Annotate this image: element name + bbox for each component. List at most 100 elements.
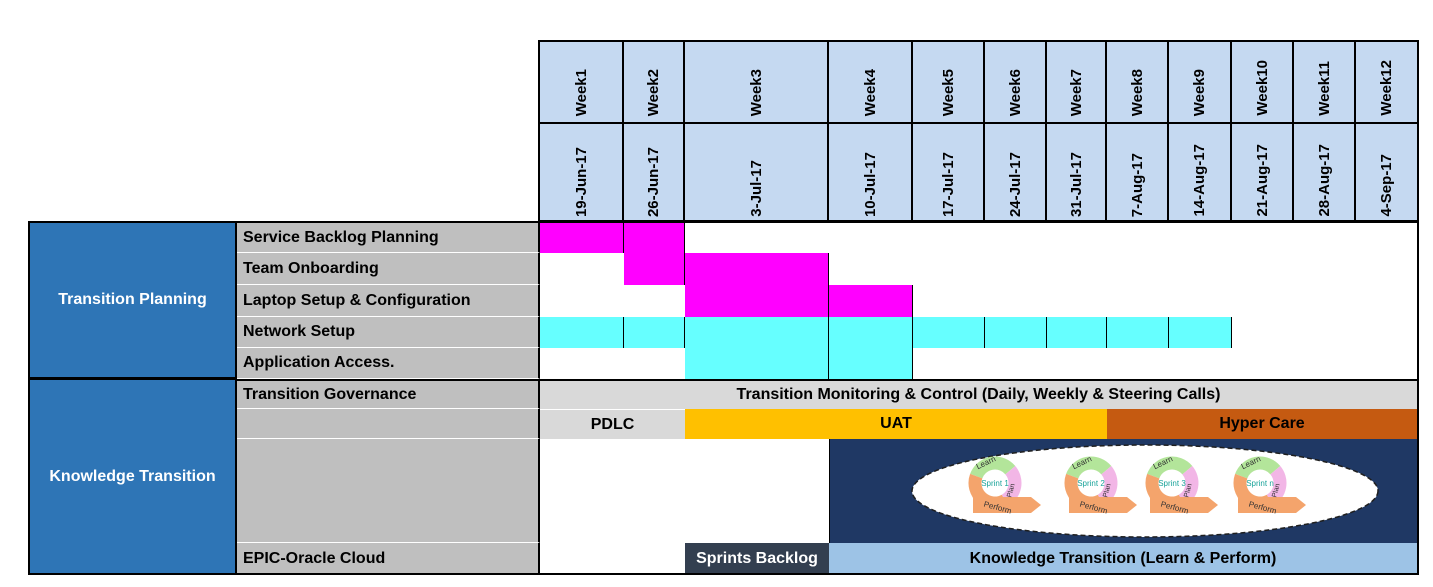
bar-network-setup-w6 — [985, 317, 1047, 348]
date-label: 28-Aug-17 — [1315, 144, 1333, 217]
date-label: 17-Jul-17 — [939, 151, 957, 217]
week-label: Week7 — [1067, 68, 1085, 116]
week-label: Week4 — [861, 68, 879, 116]
perform-arrow — [1238, 497, 1306, 513]
week-header-11: Week11 — [1294, 42, 1356, 124]
bar-laptop-setup-w3 — [685, 285, 829, 317]
week-header-12: Week12 — [1356, 42, 1417, 124]
bar-hyper-care: Hyper Care — [1107, 409, 1417, 439]
date-header-6: 24-Jul-17 — [985, 124, 1047, 221]
week-label: Week11 — [1315, 61, 1333, 116]
week-header-2: Week2 — [624, 42, 685, 124]
sprint-name-label: Sprint n — [1246, 479, 1274, 488]
bar-network-setup-w4 — [829, 317, 913, 348]
week-label: Week10 — [1253, 60, 1271, 116]
task-epic-oracle: EPIC-Oracle Cloud — [237, 543, 540, 575]
date-header-11: 28-Aug-17 — [1294, 124, 1356, 221]
week-label: Week12 — [1378, 60, 1395, 116]
week-header-8: Week8 — [1107, 42, 1169, 124]
date-header-9: 14-Aug-17 — [1169, 124, 1232, 221]
sprint-learn-segment — [1147, 456, 1193, 479]
bar-knowledge-transition: Knowledge Transition (Learn & Perform) — [829, 543, 1417, 575]
bar-label: Knowledge Transition (Learn & Perform) — [969, 550, 1277, 567]
bar-network-setup-w3 — [685, 317, 829, 348]
sprint-plan-label: Plan — [1006, 483, 1016, 498]
date-label: 26-Jun-17 — [645, 146, 662, 217]
bar-team-onboarding-w2 — [624, 253, 685, 285]
bar-service-backlog-w2 — [624, 223, 685, 253]
date-label: 24-Jul-17 — [1006, 151, 1024, 217]
bar-application-access-w3 — [685, 348, 829, 379]
task-application-access: Application Access. — [237, 348, 540, 379]
task-label: Team Onboarding — [243, 259, 379, 277]
bar-sprints-backlog: Sprints Backlog — [685, 543, 829, 575]
task-label: Application Access. — [243, 354, 395, 371]
date-label: 4-Sep-17 — [1378, 154, 1395, 217]
sprint-plan-label: Plan — [1183, 483, 1193, 498]
bar-label: Hyper Care — [1219, 415, 1305, 432]
task-label: Laptop Setup & Configuration — [243, 291, 471, 309]
week-header-5: Week5 — [913, 42, 985, 124]
week-header-10: Week10 — [1232, 42, 1294, 124]
week-label: Week1 — [572, 68, 590, 116]
bar-network-setup-w9 — [1169, 317, 1232, 348]
bar-network-setup-w7 — [1047, 317, 1107, 348]
date-label: 3-Jul-17 — [747, 160, 765, 217]
week-label: Week8 — [1128, 68, 1146, 116]
week-label: Week9 — [1191, 68, 1208, 116]
perform-arrow — [1150, 497, 1218, 513]
week-header-9: Week9 — [1169, 42, 1232, 124]
task-blank-row — [237, 409, 540, 439]
task-label: EPIC-Oracle Cloud — [243, 549, 386, 567]
date-header-10: 21-Aug-17 — [1232, 124, 1294, 221]
bar-label: Sprints Backlog — [696, 550, 818, 567]
sprint-name-label: Sprint 3 — [1158, 479, 1186, 488]
date-header-4: 10-Jul-17 — [829, 124, 913, 221]
category-label: Transition Planning — [58, 291, 207, 308]
bar-uat: UAT — [685, 409, 1107, 439]
category-label: Knowledge Transition — [49, 467, 216, 485]
task-label: Service Backlog Planning — [243, 228, 439, 246]
task-service-backlog: Service Backlog Planning — [237, 221, 540, 253]
task-blank-large — [237, 439, 540, 543]
bar-label: PDLC — [590, 415, 635, 433]
bar-network-setup-w1 — [540, 317, 624, 348]
sprint-learn-segment — [1066, 456, 1112, 479]
date-label: 31-Jul-17 — [1067, 151, 1085, 217]
task-transition-governance: Transition Governance — [237, 379, 540, 409]
bar-network-setup-w8 — [1107, 317, 1169, 348]
date-header-12: 4-Sep-17 — [1356, 124, 1417, 221]
week-header-1: Week1 — [540, 42, 624, 124]
date-label: 14-Aug-17 — [1191, 144, 1208, 217]
category-transition-planning: Transition Planning — [28, 221, 237, 379]
date-header-5: 17-Jul-17 — [913, 124, 985, 221]
task-label: Network Setup — [243, 323, 356, 340]
frame-line — [28, 573, 1419, 575]
perform-arrow — [1069, 497, 1137, 513]
sprint-plan-label: Plan — [1271, 483, 1281, 498]
task-label: Transition Governance — [243, 385, 417, 403]
task-laptop-setup: Laptop Setup & Configuration — [237, 285, 540, 317]
sprint-plan-label: Plan — [1102, 483, 1112, 498]
bar-pdlc: PDLC — [540, 409, 685, 439]
week-header-6: Week6 — [985, 42, 1047, 124]
date-label: 19-Jun-17 — [572, 146, 590, 217]
date-header-7: 31-Jul-17 — [1047, 124, 1107, 221]
sprint-learn-segment — [970, 456, 1016, 479]
sprint-name-label: Sprint 1 — [981, 479, 1009, 488]
bar-service-backlog-w1 — [540, 223, 624, 253]
bar-monitoring: Transition Monitoring & Control (Daily, … — [540, 379, 1417, 409]
date-header-8: 7-Aug-17 — [1107, 124, 1169, 221]
week-label: Week3 — [747, 68, 765, 116]
week-header-4: Week4 — [829, 42, 913, 124]
bar-laptop-setup-w4 — [829, 285, 913, 317]
week-header-7: Week7 — [1047, 42, 1107, 124]
bar-network-setup-w5 — [913, 317, 985, 348]
date-label: 10-Jul-17 — [861, 151, 879, 217]
sprint-learn-segment — [1235, 456, 1281, 479]
